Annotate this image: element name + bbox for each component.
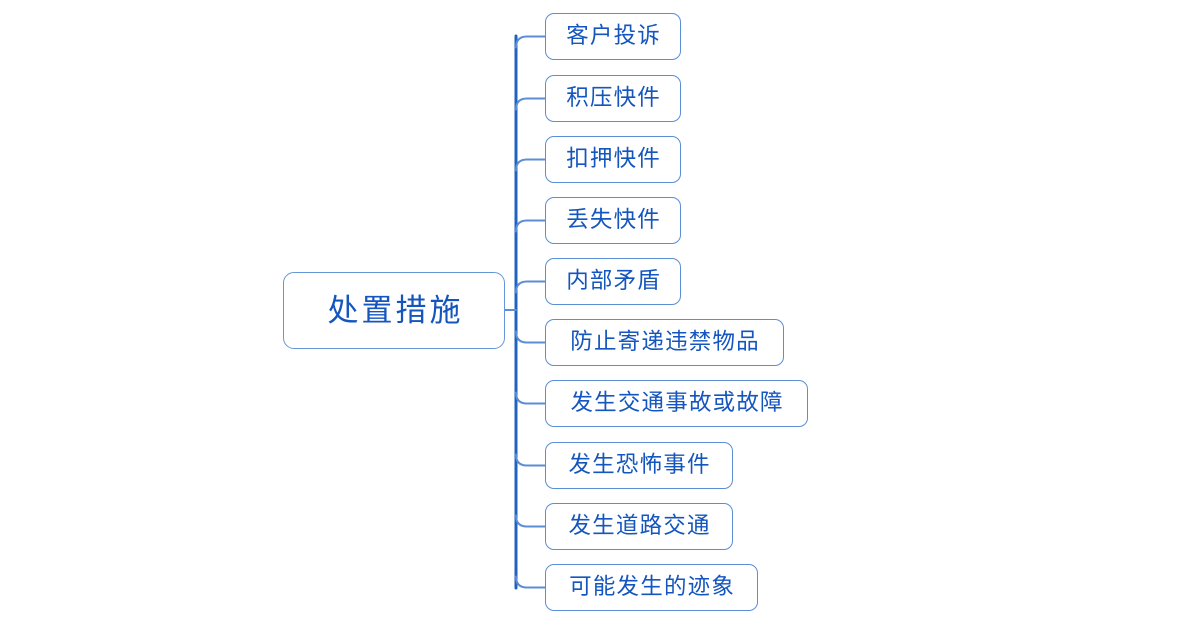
mindmap-child-node-4[interactable]: 丢失快件 (545, 197, 681, 244)
mindmap-child-node-5[interactable]: 内部矛盾 (545, 258, 681, 305)
mindmap-child-node-8[interactable]: 发生恐怖事件 (545, 442, 733, 489)
child-node-label-2: 积压快件 (566, 85, 661, 111)
root-node-label: 处置措施 (327, 293, 464, 328)
child-node-label-7: 发生交通事故或故障 (570, 390, 784, 416)
mindmap-root-node[interactable]: 处置措施 (283, 272, 505, 349)
child-node-label-6: 防止寄递违禁物品 (570, 329, 760, 355)
mindmap-child-node-9[interactable]: 发生道路交通 (545, 503, 733, 550)
mindmap-child-node-2[interactable]: 积压快件 (545, 75, 681, 122)
child-node-label-8: 发生恐怖事件 (568, 452, 711, 478)
child-node-label-3: 扣押快件 (566, 146, 661, 172)
child-node-label-10: 可能发生的迹象 (569, 574, 736, 600)
child-node-label-5: 内部矛盾 (566, 268, 661, 294)
mindmap-child-node-7[interactable]: 发生交通事故或故障 (545, 380, 808, 427)
child-node-label-9: 发生道路交通 (568, 513, 711, 539)
child-node-label-4: 丢失快件 (566, 207, 661, 233)
mindmap-child-node-10[interactable]: 可能发生的迹象 (545, 564, 758, 611)
child-node-label-1: 客户投诉 (566, 23, 661, 49)
mindmap-child-node-1[interactable]: 客户投诉 (545, 13, 681, 60)
mindmap-child-node-3[interactable]: 扣押快件 (545, 136, 681, 183)
mindmap-child-node-6[interactable]: 防止寄递违禁物品 (545, 319, 784, 366)
